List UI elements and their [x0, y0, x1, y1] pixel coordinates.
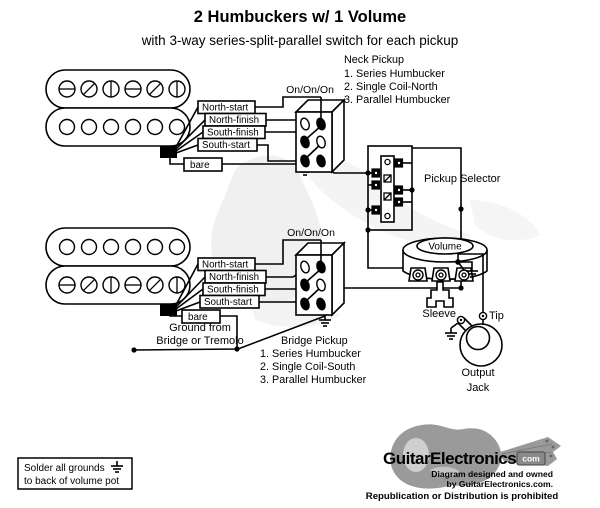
bridge-caption: Bridge Pickup 1. Series Humbucker 2. Sin…	[260, 335, 367, 386]
page-title: 2 Humbuckers w/ 1 Volume	[194, 8, 406, 26]
tip-label: Tip	[489, 310, 504, 322]
pot-bracket	[426, 281, 454, 308]
page-subtitle: with 3-way series-split-parallel switch …	[141, 33, 459, 48]
bridge-pickup: North-start North-finish South-finish So…	[45, 227, 461, 386]
logo-brand: GuitarElectronics	[383, 449, 516, 468]
bridge-wire-labels: North-start North-finish South-finish So…	[181, 257, 267, 324]
ground-note-line1: Ground from	[169, 322, 231, 334]
svg-text:3. Parallel Humbucker: 3. Parallel Humbucker	[344, 94, 451, 106]
bridge-cable-connector	[160, 304, 177, 316]
jack-label-line2: Jack	[467, 382, 490, 394]
logo-owned-line2: by GuitarElectronics.com.	[447, 479, 554, 489]
volume-label: Volume	[428, 242, 462, 253]
svg-text:2. Single Coil-South: 2. Single Coil-South	[260, 361, 355, 373]
neck-caption: Neck Pickup 1. Series Humbucker 2. Singl…	[344, 54, 451, 106]
svg-text:2. Single Coil-North: 2. Single Coil-North	[344, 81, 438, 93]
svg-text:South-start: South-start	[204, 297, 252, 308]
note-box: Solder all grounds to back of volume pot	[17, 457, 133, 490]
bridge-screw-poles	[58, 276, 186, 294]
output-jack: Sleeve Tip Output Jack	[422, 308, 504, 394]
svg-text:Bridge Pickup: Bridge Pickup	[281, 335, 348, 347]
svg-text:South-start: South-start	[202, 140, 250, 151]
svg-text:3. Parallel Humbucker: 3. Parallel Humbucker	[260, 374, 367, 386]
svg-text:1. Series Humbucker: 1. Series Humbucker	[344, 68, 445, 80]
svg-text:bare: bare	[190, 160, 210, 171]
svg-text:Neck Pickup: Neck Pickup	[344, 54, 404, 66]
sleeve-ground-icon	[444, 327, 458, 340]
note-line2: to back of volume pot	[24, 476, 119, 487]
volume-lugs	[408, 267, 474, 282]
bridge-toggle-switch	[295, 239, 345, 316]
volume-pot: Volume	[367, 230, 488, 312]
bridge-wire-fan	[169, 263, 206, 317]
neck-screw-poles	[58, 80, 186, 98]
svg-text:North-finish: North-finish	[209, 272, 259, 283]
svg-text:South-finish: South-finish	[207, 128, 259, 139]
svg-text:North-finish: North-finish	[209, 115, 259, 126]
svg-text:North-start: North-start	[202, 103, 249, 114]
logo-tld: com	[522, 454, 540, 464]
svg-text:South-finish: South-finish	[207, 285, 259, 296]
neck-wire-fan	[169, 106, 206, 165]
neck-wire-labels: North-start North-finish South-finish So…	[183, 100, 267, 172]
neck-slug-poles	[58, 118, 186, 136]
logo: GuitarElectronics com Diagram designed a…	[366, 424, 561, 502]
ground-note-line2: Bridge or Tremolo	[156, 335, 243, 347]
jack-label-line1: Output	[461, 367, 494, 379]
svg-text:bare: bare	[188, 312, 208, 323]
neck-cable-connector	[160, 146, 177, 158]
selector-label: Pickup Selector	[424, 173, 501, 185]
logo-owned-line1: Diagram designed and owned	[431, 469, 553, 479]
sleeve-label: Sleeve	[422, 308, 456, 320]
neck-pickup: North-start North-finish South-finish So…	[45, 54, 451, 176]
logo-prohibited: Republication or Distribution is prohibi…	[366, 491, 559, 502]
svg-text:North-start: North-start	[202, 260, 249, 271]
bridge-switch-label: On/On/On	[287, 227, 335, 239]
neck-toggle-switch	[295, 96, 345, 173]
note-line1: Solder all grounds	[24, 463, 105, 474]
selector-lugs	[371, 158, 404, 215]
bridge-slug-poles	[58, 238, 186, 256]
bridge-ground-run: Ground from Bridge or Tremolo	[131, 315, 326, 353]
neck-switch-label: On/On/On	[286, 84, 334, 96]
svg-text:1. Series Humbucker: 1. Series Humbucker	[260, 348, 361, 360]
